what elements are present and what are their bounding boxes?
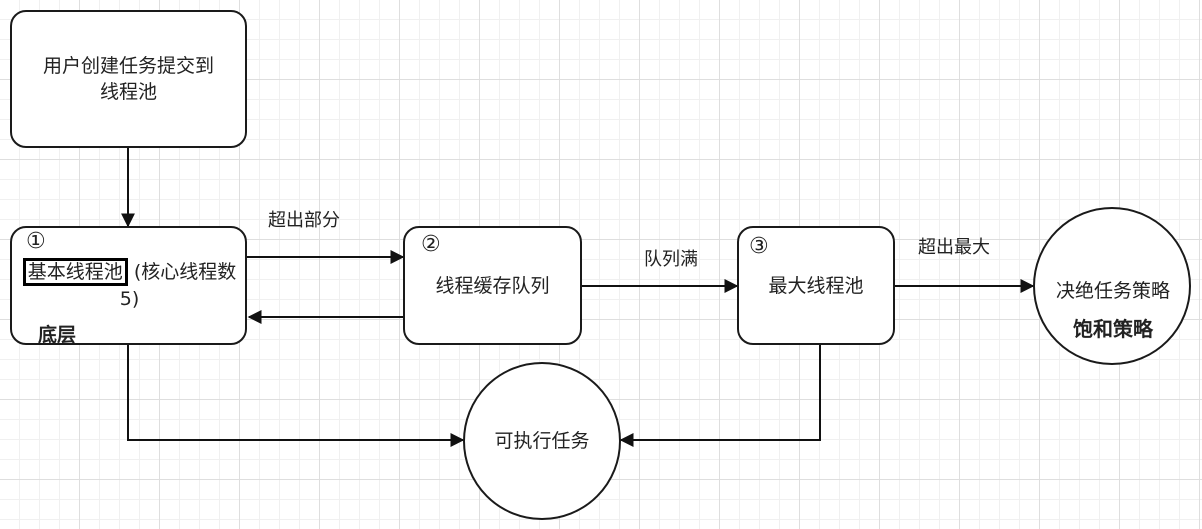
executable-task-text: 可执行任务 [494,430,590,452]
max-pool-text: 最大线程池 [768,274,864,297]
arrow-max-to-exec [619,345,821,447]
reject-policy-text: 决绝任务策略 [1055,280,1170,302]
basic-pool-detail: (核心线程数 5) [119,261,237,310]
submit-task-text: 用户创建任务提交到线程池 [42,55,214,103]
step-3-number: ③ [749,234,769,259]
label-exceed-max: 超出最大 [918,237,990,258]
cache-queue-text: 线程缓存队列 [435,274,550,297]
reject-policy-node: 决绝任务策略 饱和策略 [1033,207,1191,365]
max-pool-node: ③ 最大线程池 [737,226,895,345]
step-2-number: ② [421,232,441,257]
label-overflow: 超出部分 [268,210,340,231]
arrow-basic-to-exec [127,345,465,447]
basic-pool-note: 底层 [38,324,77,346]
label-queue-full: 队列满 [644,249,698,270]
submit-task-node: 用户创建任务提交到线程池 [10,10,247,148]
step-1-number: ① [26,229,46,254]
basic-pool-node: ① 基本线程池 (核心线程数 5) 底层 [10,226,247,346]
basic-pool-title: 基本线程池 [22,258,128,286]
cache-queue-node: ② 线程缓存队列 [403,226,582,345]
executable-task-node: 可执行任务 [463,362,621,520]
reject-policy-note: 饱和策略 [1073,317,1153,341]
